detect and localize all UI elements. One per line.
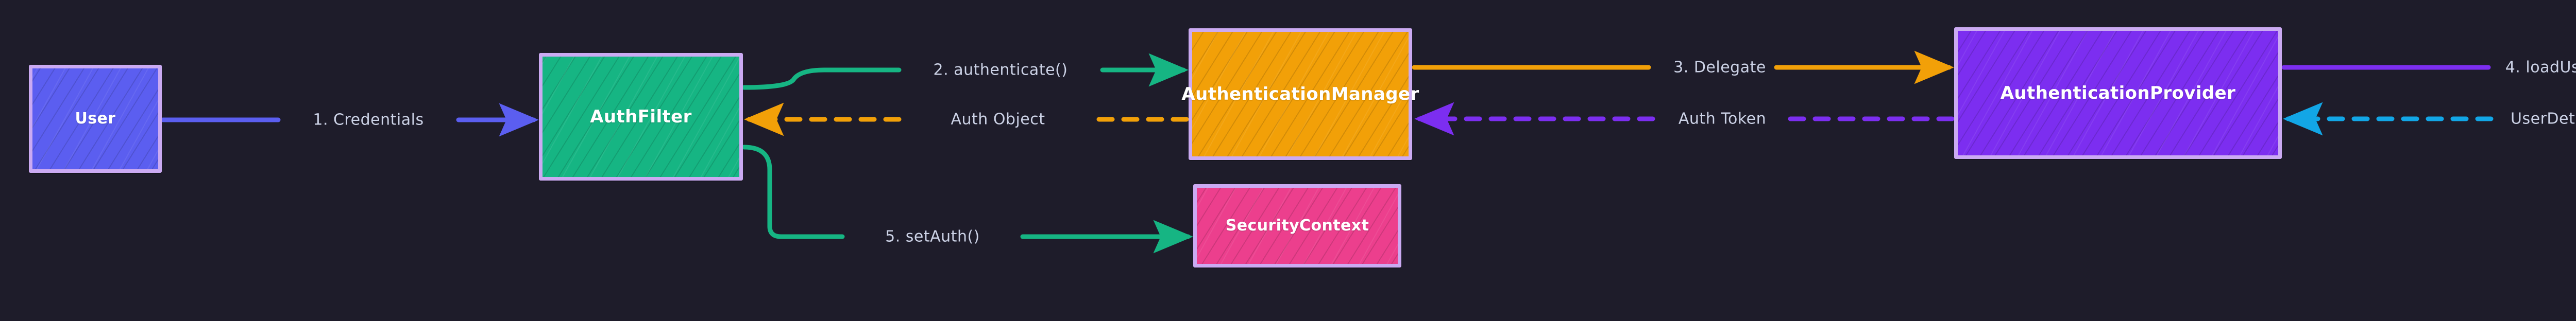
node-authentication-provider-label: AuthenticationProvider [2000, 83, 2236, 103]
node-security-context[interactable]: SecurityContext [1193, 184, 1401, 268]
node-authentication-manager[interactable]: AuthenticationManager [1181, 28, 1419, 160]
edge-label-auth-object: Auth Object [951, 110, 1045, 129]
edge-label-credentials: 1. Credentials [313, 111, 424, 129]
edge-label-setauth: 5. setAuth() [885, 227, 980, 246]
edge-authenticate [741, 53, 1189, 90]
node-user-label: User [75, 110, 116, 128]
node-user[interactable]: User [29, 65, 162, 173]
edge-label-auth-token: Auth Token [1678, 110, 1767, 128]
edge-label-delegate: 3. Delegate [1673, 58, 1766, 77]
node-authentication-provider[interactable]: AuthenticationProvider [1954, 27, 2282, 159]
node-authentication-manager-label: AuthenticationManager [1181, 84, 1419, 104]
edge-label-userdetails: UserDetails [2511, 110, 2576, 128]
node-security-context-label: SecurityContext [1225, 217, 1369, 235]
node-auth-filter[interactable]: AuthFilter [539, 53, 743, 181]
node-auth-filter-label: AuthFilter [590, 106, 692, 127]
edge-setauth [741, 145, 1193, 254]
edge-label-loaduser: 4. loadUser() [2505, 58, 2576, 77]
edge-label-authenticate: 2. authenticate() [933, 61, 1068, 79]
